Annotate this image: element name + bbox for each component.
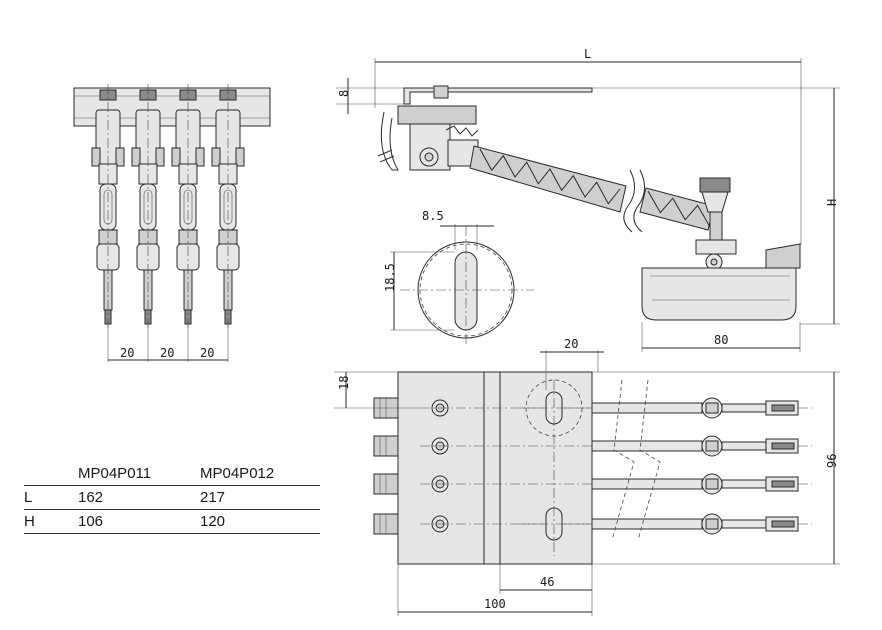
hole-pitch-label: 20 (564, 337, 578, 351)
table-cell: 106 (78, 512, 104, 530)
truss-arm (469, 145, 715, 233)
hole-height-label: 18.5 (383, 263, 397, 292)
table-header-row: MP04P011 MP04P012 (24, 462, 320, 486)
width-label: 100 (484, 597, 506, 611)
table-row: H 106 120 (24, 510, 320, 534)
hole-offset-label: 46 (540, 575, 554, 589)
total-height-label: 96 (825, 454, 839, 468)
edge-offset-label: 18 (337, 376, 351, 390)
collector-unit (171, 84, 205, 330)
plan-row (373, 473, 812, 495)
table-header: MP04P012 (200, 464, 275, 482)
collector-width-label: 80 (714, 333, 728, 347)
pitch-label-3: 20 (200, 346, 214, 360)
collector-rows (373, 397, 812, 535)
table-row: L 162 217 (24, 486, 320, 510)
collector-shoe (641, 243, 801, 321)
slot-hole-detail: 8.5 18.5 (383, 209, 534, 346)
row-label: L (24, 488, 33, 506)
collector-unit (91, 84, 125, 330)
spec-table: MP04P011 MP04P012 L 162 217 H 106 120 (24, 462, 320, 534)
plan-row (373, 435, 812, 457)
plan-row (373, 397, 812, 419)
table-cell: 217 (200, 488, 226, 506)
table-header (24, 462, 78, 486)
pitch-label-1: 20 (120, 346, 134, 360)
thickness-label: 8 (337, 90, 351, 97)
plan-view: 20 18 96 46 100 (334, 337, 840, 616)
side-view: L 8 H (336, 47, 840, 352)
plan-row (373, 513, 812, 535)
collector-units (91, 84, 245, 330)
collector-unit (131, 84, 165, 330)
row-label: H (24, 512, 35, 530)
height-label: H (825, 199, 839, 206)
pitch-label-2: 20 (160, 346, 174, 360)
base-plate (397, 371, 593, 565)
collector-unit (211, 84, 245, 330)
front-view: 20 20 20 (73, 84, 271, 362)
table-cell: 162 (78, 488, 104, 506)
length-label: L (584, 47, 591, 61)
table-cell: 120 (200, 512, 226, 530)
hole-width-label: 8.5 (422, 209, 444, 223)
table-header: MP04P011 (78, 464, 152, 482)
